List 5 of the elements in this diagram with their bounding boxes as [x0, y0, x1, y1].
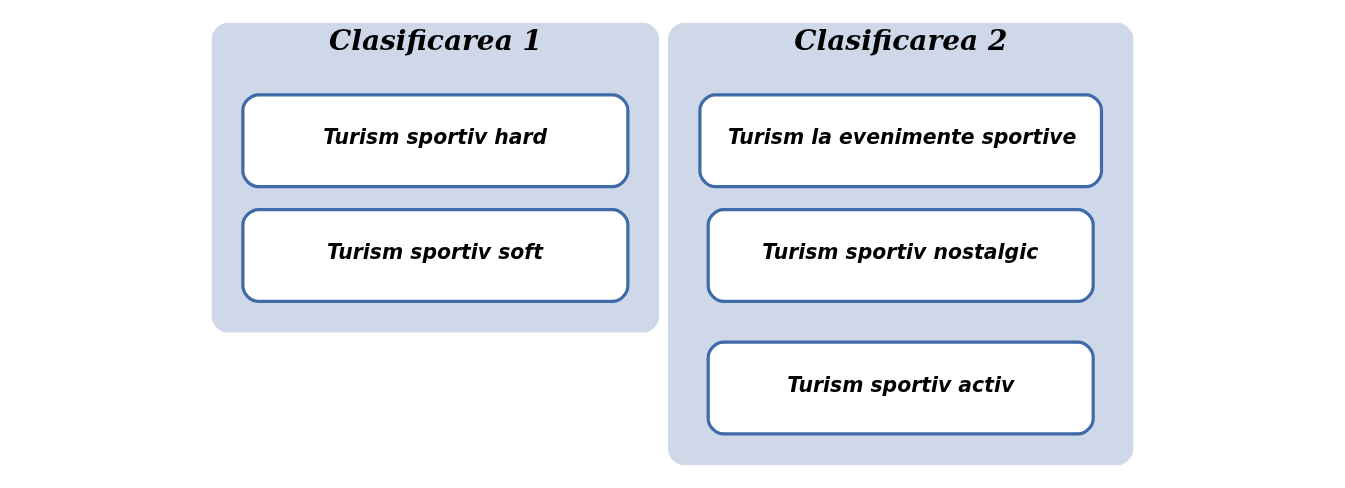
- node-box: Turism sportiv activ: [706, 340, 1095, 436]
- node-box: Turism sportiv hard: [241, 93, 630, 189]
- node-box: Turism sportiv nostalgic: [706, 208, 1095, 303]
- node-box: Turism sportiv soft: [241, 208, 630, 303]
- node-box: Turism la evenimente sportive: [698, 93, 1104, 189]
